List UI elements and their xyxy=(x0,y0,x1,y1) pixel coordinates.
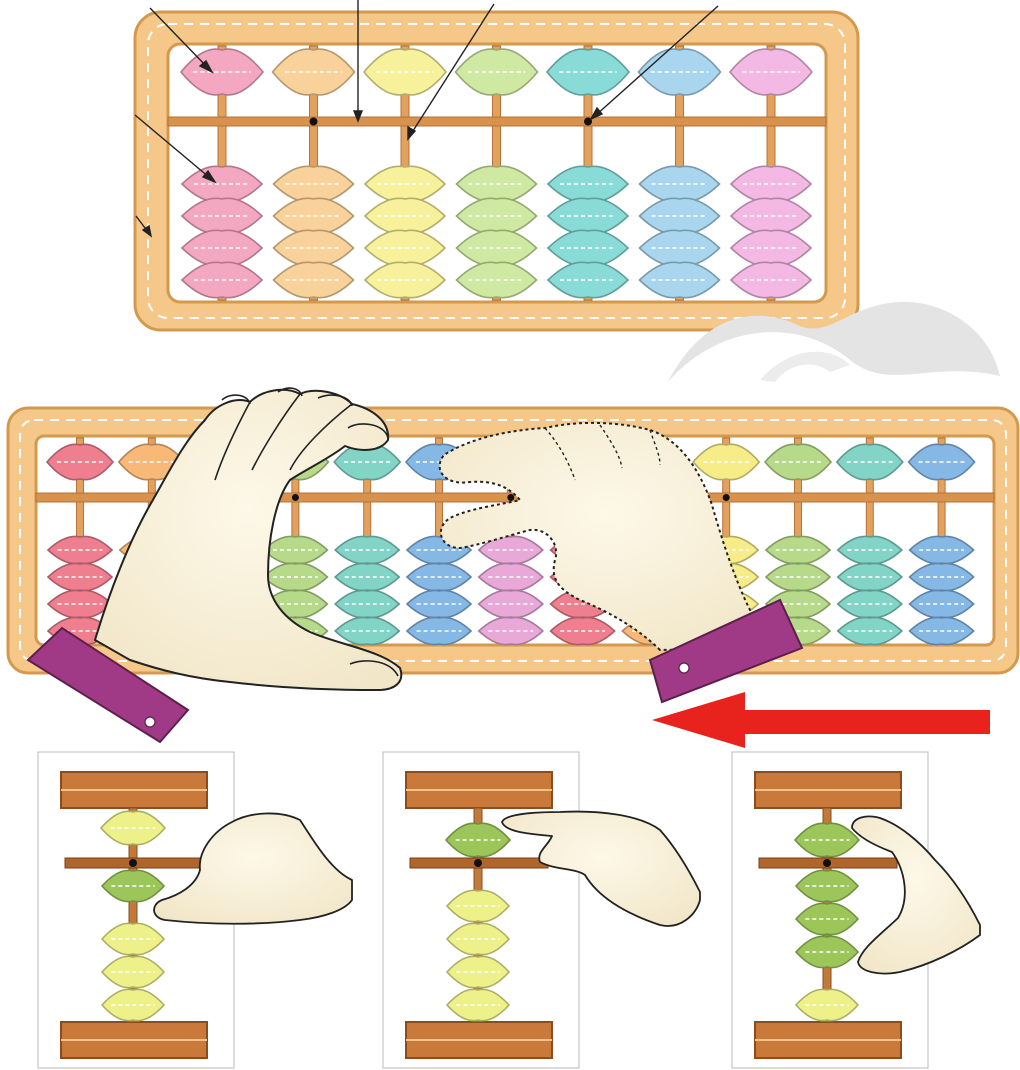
panel-lower-bead xyxy=(100,955,166,989)
middle-lower-bead xyxy=(549,616,616,646)
middle-upper-bead xyxy=(763,443,833,481)
panel-lower-bead xyxy=(445,955,511,989)
pointer-rod-head xyxy=(407,125,417,141)
top-upper-bead xyxy=(728,48,814,96)
top-upper-bead xyxy=(545,48,631,96)
right-hand xyxy=(438,421,804,704)
step3-hand xyxy=(851,815,981,975)
red-left-arrow xyxy=(652,692,990,748)
pointer-unit-point-head xyxy=(589,106,604,121)
panel-lower-bead xyxy=(445,922,511,956)
top-abacus xyxy=(133,0,860,332)
top-abacus-beam xyxy=(167,116,827,127)
panel-rod xyxy=(128,807,138,1023)
direction-arrow xyxy=(652,692,990,748)
left-hand-finger-lines xyxy=(214,393,353,481)
top-lower-bead xyxy=(546,261,630,299)
top-upper-bead xyxy=(454,48,539,96)
watermark-swoosh xyxy=(668,301,1000,382)
panel-lower-bead xyxy=(100,869,166,903)
middle-lower-bead xyxy=(405,616,473,646)
top-lower-bead xyxy=(180,261,264,299)
panel-upper-bead xyxy=(444,822,512,858)
right-hand-cuff xyxy=(648,598,804,704)
unit-point-dot xyxy=(309,117,318,126)
top-lower-bead xyxy=(272,197,355,235)
top-upper-bead xyxy=(362,48,448,96)
panel-unit-point xyxy=(474,859,482,867)
panel-upper-bead xyxy=(99,810,167,846)
middle-lower-bead xyxy=(477,616,544,646)
top-lower-bead xyxy=(638,261,721,299)
step-panel-3 xyxy=(731,751,929,1069)
panel-lower-bead xyxy=(794,902,860,936)
pointer-frame-head xyxy=(141,224,153,238)
middle-lower-bead xyxy=(334,616,401,646)
pointer-lower-bead-head xyxy=(201,169,217,184)
top-upper-bead xyxy=(271,48,356,96)
middle-upper-bead xyxy=(907,443,976,481)
middle-lower-bead xyxy=(764,535,832,565)
panel-lower-bead xyxy=(794,935,860,969)
top-lower-bead xyxy=(363,261,447,299)
panel-upper-bead xyxy=(793,822,861,858)
pointer-upper-bead xyxy=(149,7,209,69)
step1-hand xyxy=(153,812,353,925)
left-hand-nails xyxy=(221,387,399,677)
middle-lower-bead xyxy=(836,616,903,646)
top-abacus-frame-inner xyxy=(147,23,846,319)
panel-lower-bead xyxy=(100,988,166,1022)
unit-point-dot xyxy=(507,494,515,501)
left-hand-cuff xyxy=(26,626,190,744)
middle-upper-bead xyxy=(835,443,904,481)
pointer-upper-bead-head xyxy=(198,59,214,74)
pointer-lower-bead xyxy=(134,114,211,179)
panel-unit-point xyxy=(129,859,137,867)
watermark-swoosh-tail xyxy=(760,351,850,382)
top-lower-bead xyxy=(272,261,355,299)
middle-upper-bead xyxy=(45,443,115,481)
middle-lower-bead xyxy=(908,616,975,646)
pointer-rod xyxy=(410,3,495,135)
middle-lower-bead xyxy=(477,535,544,565)
unit-point-dot xyxy=(722,494,730,501)
right-cuff-button xyxy=(678,662,690,674)
panel-lower-bead xyxy=(445,889,511,923)
pointer-beam-head xyxy=(352,110,364,123)
panel-lower-bead xyxy=(794,988,860,1022)
top-abacus-beads xyxy=(179,48,814,299)
right-hand-palm xyxy=(438,421,777,652)
left-hand xyxy=(26,387,403,744)
pointer-unit-point xyxy=(595,5,719,116)
middle-upper-bead xyxy=(692,443,761,481)
middle-lower-bead xyxy=(908,589,975,619)
top-lower-bead xyxy=(455,261,538,299)
unit-point-dot xyxy=(291,494,299,501)
top-lower-bead xyxy=(455,197,538,235)
step-panels xyxy=(37,751,981,1069)
label-pointer-lines xyxy=(134,0,719,238)
step-panel-2 xyxy=(382,751,580,1069)
step2-hand xyxy=(501,810,701,927)
panel-unit-point xyxy=(823,859,831,867)
panel-lower-bead xyxy=(794,869,860,903)
right-hand-finger-lines xyxy=(544,424,661,481)
left-hand-palm xyxy=(94,388,403,691)
panel-lower-bead xyxy=(445,988,511,1022)
panel-lower-bead xyxy=(100,922,166,956)
left-cuff-button xyxy=(144,716,156,728)
top-lower-bead xyxy=(455,165,538,203)
top-lower-bead xyxy=(729,261,813,299)
